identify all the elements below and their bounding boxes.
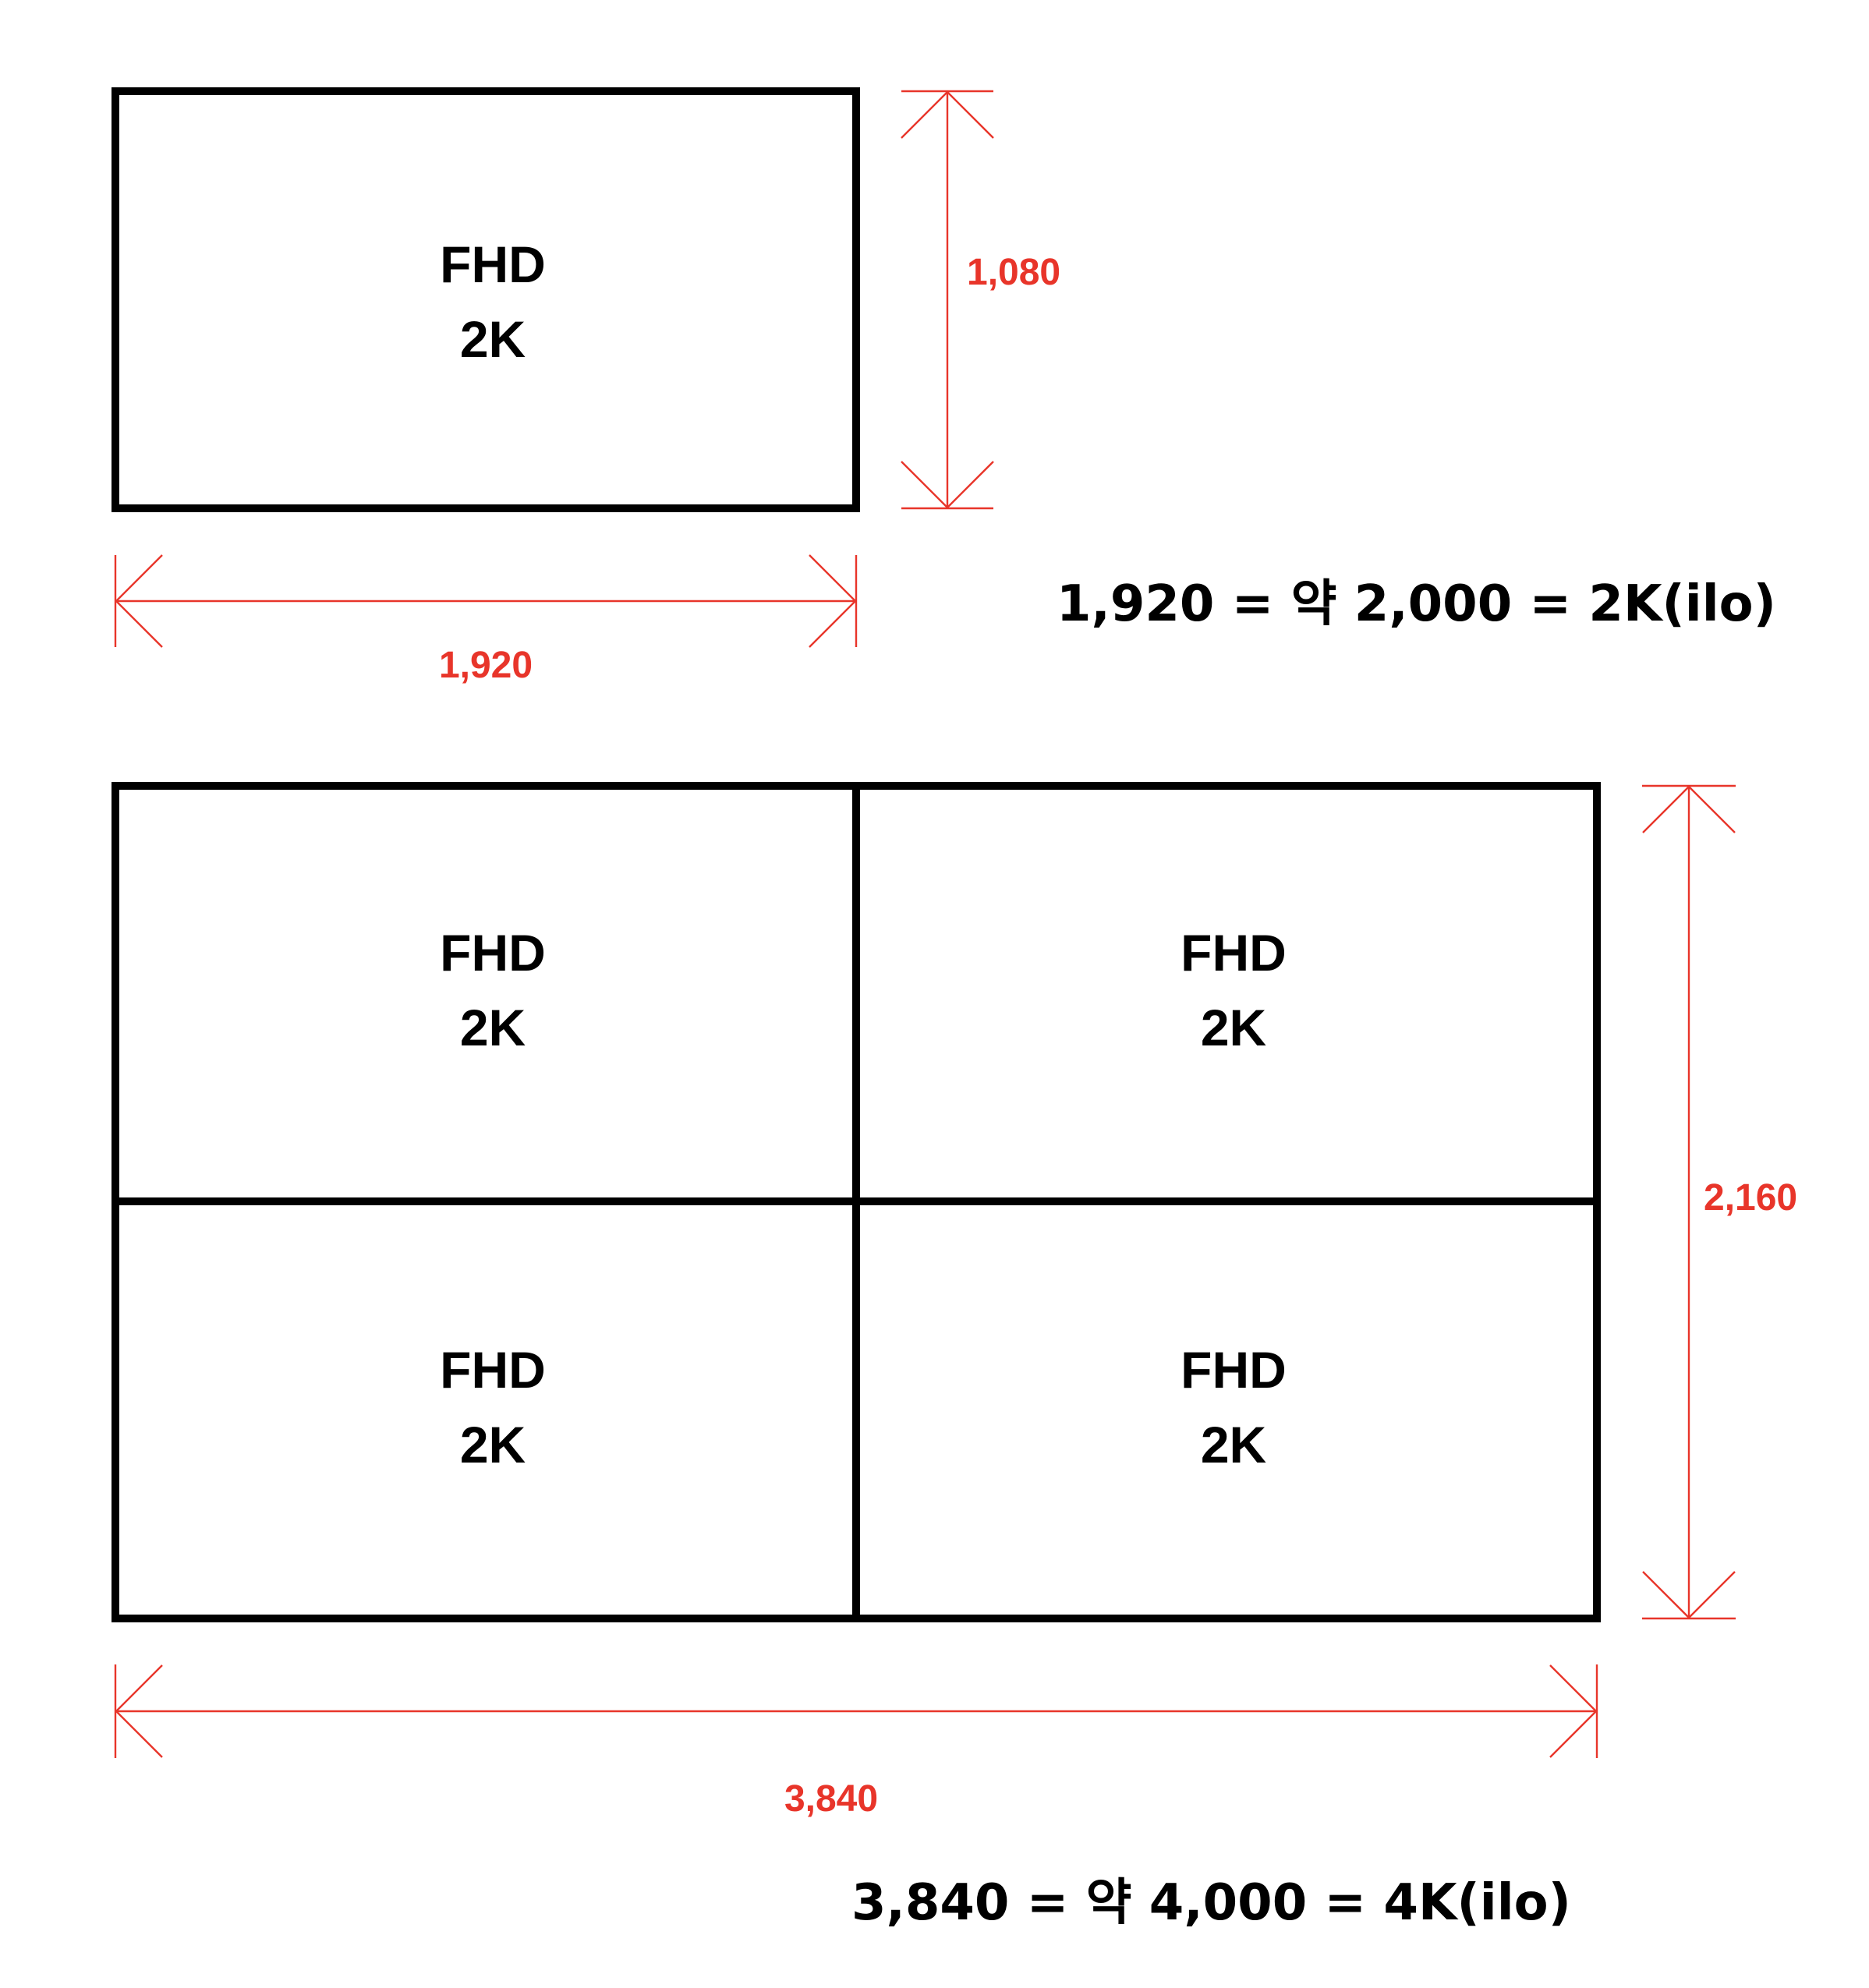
arrow-down-icon <box>1642 1571 1736 1619</box>
height-dimension-2160: 2,160 <box>1642 784 1797 1620</box>
width-label-1920: 1,920 <box>439 645 533 686</box>
height-dimension-1080: 1,080 <box>901 90 1060 510</box>
grid-cell-bottom-left: FHD 2K <box>440 1341 546 1473</box>
fhd-frame <box>112 87 860 512</box>
2k-label: 2K <box>460 310 526 368</box>
grid-cell-bottom-right: FHD 2K <box>1181 1341 1287 1473</box>
fhd-diagram: FHD 2K 1,080 1,920 1,920 = 약 2,000 = 2K(… <box>112 87 1776 686</box>
arrow-right-icon <box>809 554 857 648</box>
arrow-up-icon <box>901 90 994 139</box>
fhd-label: FHD <box>440 1341 546 1399</box>
width-dimension-3840: 3,840 <box>114 1664 1598 1820</box>
arrow-up-icon <box>1642 785 1736 833</box>
2k-label: 2K <box>1201 1416 1267 1473</box>
width-label-3840: 3,840 <box>784 1778 878 1820</box>
grid-cell-top-left: FHD 2K <box>440 924 546 1056</box>
arrow-left-icon <box>115 1664 163 1758</box>
arrow-down-icon <box>901 461 994 509</box>
arrow-left-icon <box>115 554 163 648</box>
height-label-1080: 1,080 <box>967 252 1060 293</box>
uhd-diagram: FHD 2K FHD 2K FHD 2K FHD 2K 2,160 <box>112 782 1797 1932</box>
equation-4k: 3,840 = 약 4,000 = 4K(ilo) <box>851 1874 1571 1932</box>
equation-2k: 1,920 = 약 2,000 = 2K(ilo) <box>1057 575 1776 633</box>
width-dimension-1920: 1,920 <box>114 554 858 686</box>
arrow-right-icon <box>1549 1664 1598 1758</box>
fhd-label: FHD <box>1181 1341 1287 1399</box>
fhd-label: FHD <box>1181 924 1287 982</box>
fhd-label: FHD <box>440 235 546 293</box>
grid-cell-top-right: FHD 2K <box>1181 924 1287 1056</box>
height-label-2160: 2,160 <box>1704 1177 1797 1219</box>
fhd-label: FHD <box>440 924 546 982</box>
2k-label: 2K <box>460 999 526 1056</box>
2k-label: 2K <box>460 1416 526 1473</box>
2k-label: 2K <box>1201 999 1267 1056</box>
